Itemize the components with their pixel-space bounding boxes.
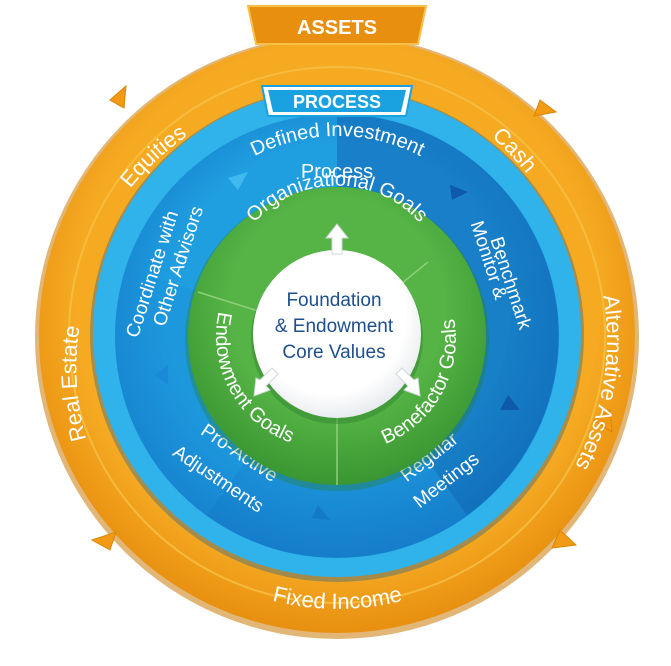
assets-banner: ASSETS (246, 5, 428, 45)
core-values-line2: & Endowment (275, 316, 394, 337)
core-values-circle: Foundation & Endowment Core Values (251, 250, 423, 424)
core-values-line1: Foundation (286, 290, 381, 311)
process-ring-arrows (155, 172, 520, 520)
assets-ring-arrows (90, 84, 613, 551)
core-values-line3: Core Values (282, 342, 385, 363)
assets-banner-text: ASSETS (297, 17, 377, 39)
process-banner: PROCESS (260, 85, 414, 117)
core-values-arrows (253, 223, 421, 397)
process-step-defined-investment-line2: Process (301, 161, 373, 183)
process-banner-text: PROCESS (293, 92, 381, 112)
